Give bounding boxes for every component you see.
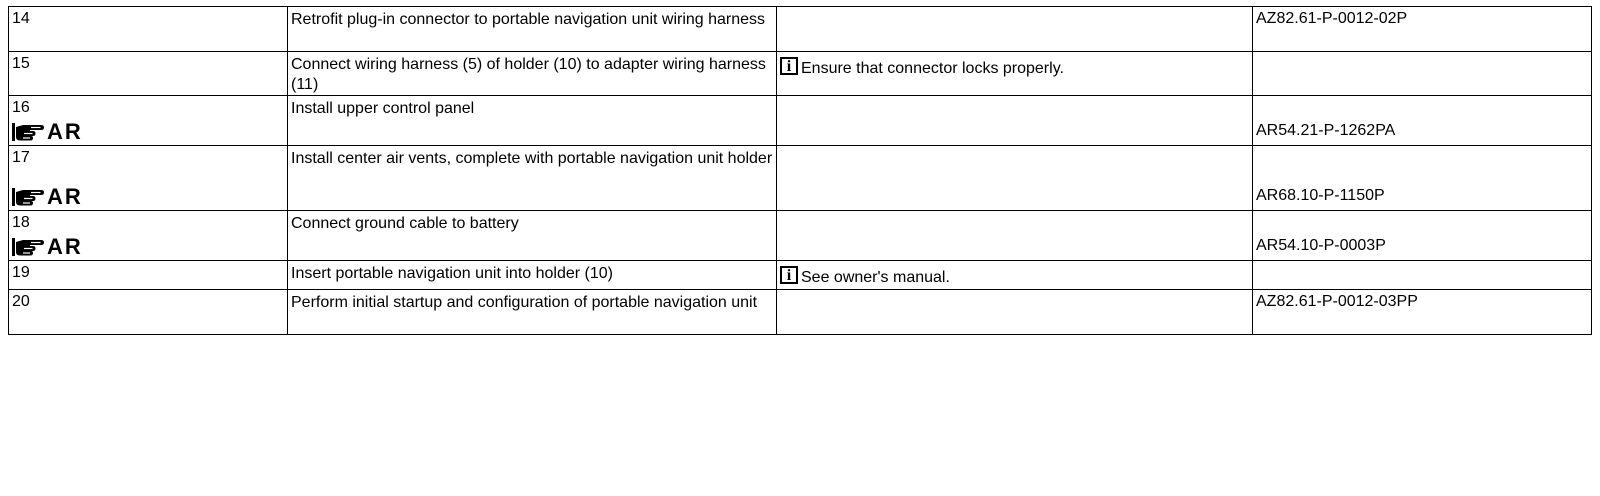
- step-number-cell: 19: [8, 260, 288, 290]
- step-description-cell: Install upper control panel: [287, 95, 777, 146]
- step-note-cell: [776, 6, 1253, 52]
- procedure-steps-table: 14 Retrofit plug-in connector to portabl…: [8, 6, 1592, 335]
- ar-marker: AR: [11, 185, 83, 209]
- table-row: 16 AR Install upper control panel: [8, 95, 1592, 146]
- info-icon: i: [780, 57, 798, 75]
- step-note-cell: [776, 289, 1253, 335]
- ar-label: AR: [47, 184, 83, 209]
- step-note-cell: [776, 145, 1253, 211]
- step-number-cell: 15: [8, 51, 288, 96]
- step-reference-cell: AR54.21-P-1262PA: [1252, 95, 1592, 146]
- step-description-cell: Insert portable navigation unit into hol…: [287, 260, 777, 290]
- step-reference-cell: [1252, 260, 1592, 290]
- table-row: 15 Connect wiring harness (5) of holder …: [8, 51, 1592, 96]
- step-number: 15: [12, 55, 30, 72]
- note-text: See owner's manual.: [801, 269, 950, 286]
- step-number-cell: 14: [8, 6, 288, 52]
- ar-label: AR: [47, 234, 83, 259]
- step-number: 14: [12, 10, 30, 27]
- step-note: i See owner's manual.: [780, 261, 1249, 288]
- step-reference-cell: [1252, 51, 1592, 96]
- step-note-cell: i See owner's manual.: [776, 260, 1253, 290]
- info-icon: i: [780, 266, 798, 284]
- step-number: 16: [12, 99, 30, 116]
- step-description: Connect wiring harness (5) of holder (10…: [291, 56, 766, 93]
- ar-marker: AR: [11, 120, 83, 144]
- step-description-cell: Connect ground cable to battery: [287, 210, 777, 261]
- step-number: 18: [12, 214, 30, 231]
- pointing-hand-icon: [12, 238, 44, 256]
- pointing-hand-icon: [12, 188, 44, 206]
- pointing-hand-icon: [12, 123, 44, 141]
- step-reference-link[interactable]: AR54.10-P-0003P: [1256, 237, 1386, 254]
- step-reference-link[interactable]: AZ82.61-P-0012-03PP: [1256, 293, 1418, 310]
- step-reference-cell: AZ82.61-P-0012-02P: [1252, 6, 1592, 52]
- step-note-cell: i Ensure that connector locks properly.: [776, 51, 1253, 96]
- ar-marker: AR: [11, 235, 83, 259]
- step-description-cell: Connect wiring harness (5) of holder (10…: [287, 51, 777, 96]
- step-description: Insert portable navigation unit into hol…: [291, 265, 613, 282]
- step-description: Perform initial startup and configuratio…: [291, 294, 758, 311]
- table-row: 14 Retrofit plug-in connector to portabl…: [8, 6, 1592, 52]
- step-description-cell: Install center air vents, complete with …: [287, 145, 777, 211]
- step-number: 17: [12, 149, 30, 166]
- step-number-cell: 20: [8, 289, 288, 335]
- step-number-cell: 18 AR: [8, 210, 288, 261]
- step-note: i Ensure that connector locks properly.: [780, 52, 1249, 79]
- step-reference-cell: AR68.10-P-1150P: [1252, 145, 1592, 211]
- table-row: 18 AR Connect ground cable to battery: [8, 210, 1592, 261]
- step-note-cell: [776, 210, 1253, 261]
- step-number-cell: 17 AR: [8, 145, 288, 211]
- step-note-cell: [776, 95, 1253, 146]
- step-description: Install upper control panel: [291, 100, 475, 117]
- step-reference-link[interactable]: AZ82.61-P-0012-02P: [1256, 10, 1408, 27]
- note-text: Ensure that connector locks properly.: [801, 60, 1064, 77]
- step-description: Retrofit plug-in connector to portable n…: [291, 11, 766, 28]
- table-row: 19 Insert portable navigation unit into …: [8, 260, 1592, 290]
- step-description: Install center air vents, complete with …: [291, 150, 773, 167]
- step-reference-cell: AZ82.61-P-0012-03PP: [1252, 289, 1592, 335]
- step-reference-cell: AR54.10-P-0003P: [1252, 210, 1592, 261]
- ar-label: AR: [47, 119, 83, 144]
- step-description: Connect ground cable to battery: [291, 215, 519, 232]
- step-number: 20: [12, 293, 30, 310]
- table-row: 20 Perform initial startup and configura…: [8, 289, 1592, 335]
- table-row: 17 AR Install center air vents, complete…: [8, 145, 1592, 211]
- step-reference-link[interactable]: AR54.21-P-1262PA: [1256, 122, 1396, 139]
- step-number-cell: 16 AR: [8, 95, 288, 146]
- step-description-cell: Retrofit plug-in connector to portable n…: [287, 6, 777, 52]
- step-number: 19: [12, 264, 30, 281]
- step-reference-link[interactable]: AR68.10-P-1150P: [1256, 187, 1385, 204]
- step-description-cell: Perform initial startup and configuratio…: [287, 289, 777, 335]
